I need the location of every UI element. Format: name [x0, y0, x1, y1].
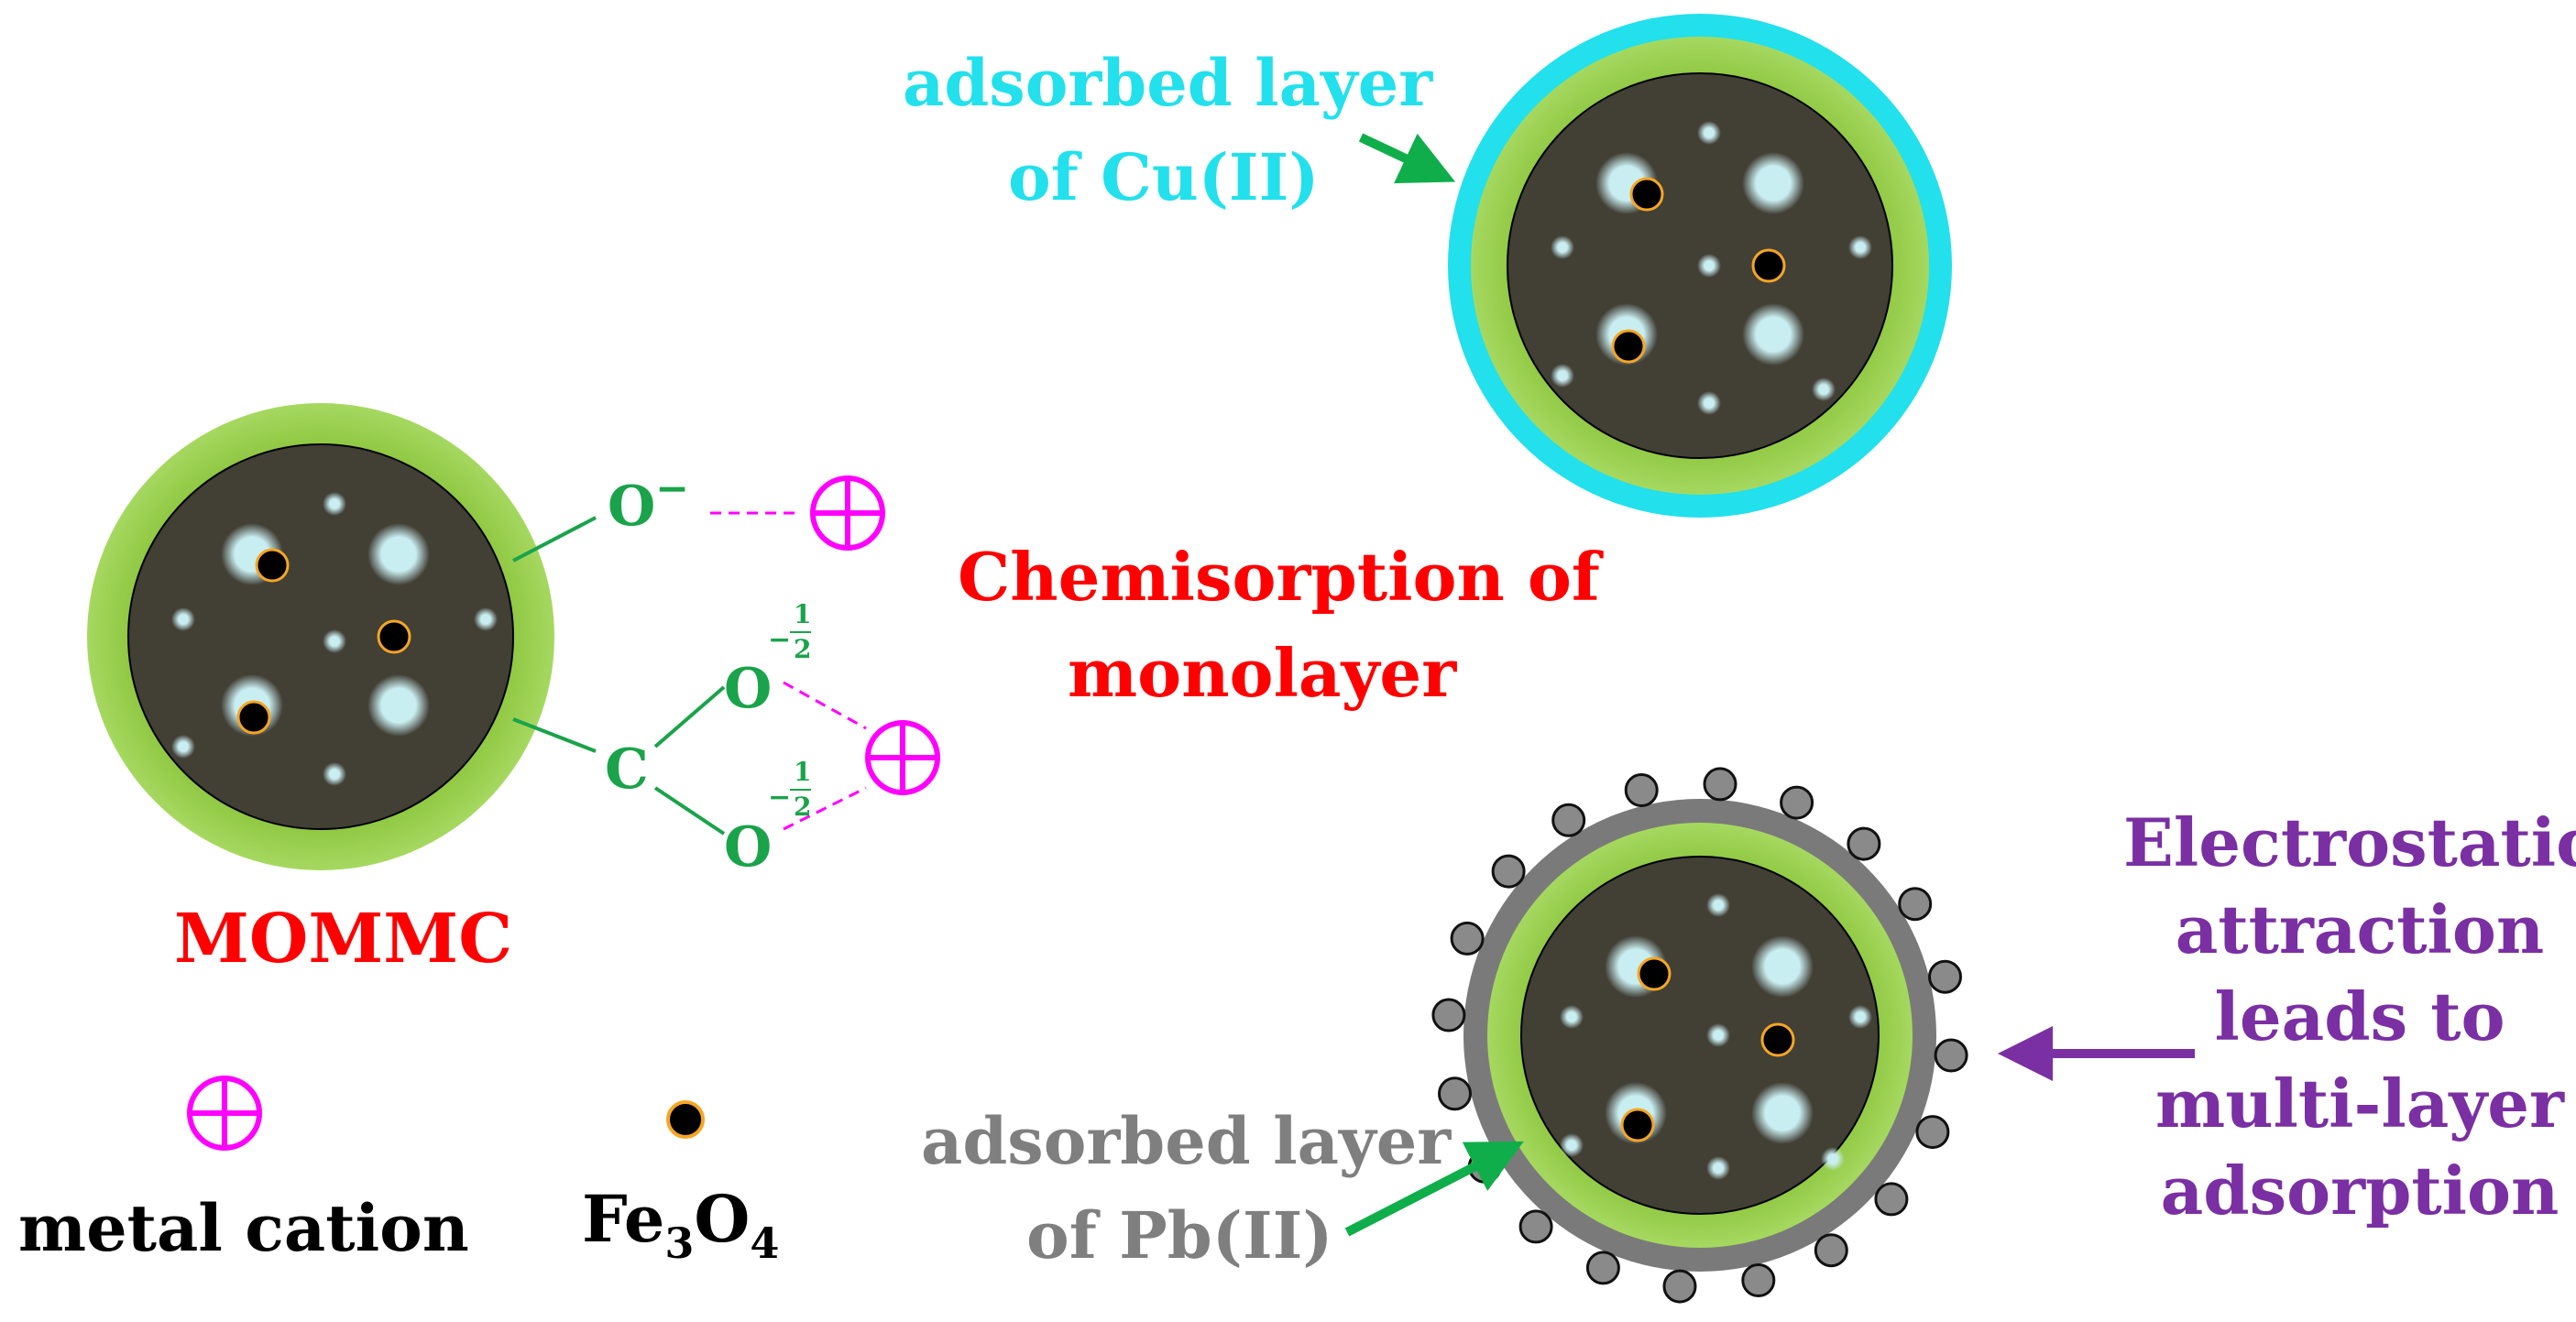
legend-metal-cation-icon — [187, 1076, 262, 1151]
pb-ion — [1450, 921, 1485, 956]
pore — [367, 674, 430, 737]
legend-metal-cation-label: metal cation — [18, 1190, 469, 1266]
pb-ion — [1585, 1251, 1620, 1285]
small-pore — [323, 629, 346, 653]
oxygen-upper-label: O — [724, 657, 772, 721]
pb-adsorbed-particle — [1463, 799, 1936, 1272]
pore — [1742, 303, 1804, 366]
pb-ion — [1518, 1209, 1553, 1244]
half-minus-sign: − — [768, 624, 791, 656]
chemisorption-label-line2: monolayer — [1068, 634, 1457, 712]
pore — [1751, 1082, 1814, 1144]
cu-layer-arrow — [1358, 133, 1456, 184]
half-denominator: 2 — [794, 792, 811, 822]
bond-line — [653, 786, 726, 836]
small-pore — [323, 492, 346, 516]
small-pore — [1560, 1133, 1584, 1157]
half-numerator: 1 — [794, 599, 811, 629]
pb-ion — [1662, 1269, 1697, 1304]
pb-ion — [1915, 1115, 1950, 1150]
small-pore — [1848, 235, 1872, 259]
fe3o4-particle — [1620, 1108, 1655, 1142]
legend-fe3o4-label: Fe3O4 — [582, 1181, 779, 1268]
small-pore — [1706, 893, 1730, 917]
small-pore — [1812, 377, 1836, 401]
pb-ion — [1741, 1263, 1776, 1297]
fe3o4-particle — [255, 548, 290, 583]
small-pore — [1697, 121, 1721, 145]
pb-ion — [1703, 767, 1737, 802]
fe3o4-particle — [1637, 956, 1672, 991]
pb-layer-label-line1: adsorbed layer — [921, 1103, 1452, 1179]
electrostatic-label-line3: leads to — [2214, 978, 2505, 1055]
small-pore — [1706, 1156, 1730, 1180]
small-pore — [1551, 364, 1574, 388]
small-pore — [1706, 1023, 1730, 1047]
small-pore — [1848, 1005, 1872, 1029]
electrostatic-label-line2: attraction — [2176, 890, 2545, 968]
small-pore — [1821, 1147, 1845, 1171]
electrostatic-label-line1: Electrostatic — [2123, 803, 2576, 881]
pb-ion-ring — [1431, 767, 1968, 1304]
legend-fe3o4-icon — [666, 1100, 705, 1139]
fe3o4-particle — [1760, 1022, 1795, 1057]
mommc-label: MOMMC — [174, 900, 512, 978]
pb-layer-label-line2: of Pb(II) — [1026, 1197, 1332, 1273]
small-pore — [323, 762, 346, 786]
bond-line — [512, 516, 597, 563]
pb-ion — [1491, 854, 1526, 889]
fe3o4-particle — [236, 700, 271, 735]
pb-ion — [1874, 1182, 1909, 1217]
electrostatic-label-line4: multi-layer — [2155, 1065, 2565, 1142]
metal-cation-icon — [865, 720, 940, 795]
pb-ion — [1847, 826, 1881, 861]
small-pore — [474, 607, 498, 631]
ionic-interaction-dash — [783, 681, 867, 730]
metal-cation-icon — [810, 475, 885, 551]
pb-ion — [1624, 773, 1659, 807]
chemisorption-label-line1: Chemisorption of — [958, 538, 1604, 616]
cu-layer-label-line2: of Cu(II) — [1008, 139, 1320, 215]
bond-line — [653, 685, 726, 748]
small-pore — [1560, 1005, 1584, 1029]
small-pore — [1551, 235, 1574, 259]
pb-ion — [1551, 803, 1586, 837]
oxygen-minus-label: O− — [608, 465, 689, 539]
cu-adsorbed-particle — [1448, 14, 1952, 518]
small-pore — [171, 735, 195, 759]
pb-ion — [1814, 1233, 1848, 1268]
fe3o4-particle — [1611, 329, 1646, 364]
pb-ion — [1438, 1076, 1472, 1111]
pore — [1742, 152, 1804, 214]
cu-layer-label-line1: adsorbed layer — [903, 45, 1433, 121]
pb-layer-arrow — [1344, 1141, 1524, 1237]
pb-ion — [1928, 959, 1962, 994]
fe3o4-particle — [1751, 248, 1786, 283]
oxygen-lower-label: O — [724, 815, 772, 880]
pore — [367, 523, 430, 585]
bond-line — [512, 717, 597, 753]
ionic-interaction-dash — [783, 786, 867, 831]
electrostatic-label-line5: adsorption — [2161, 1152, 2560, 1229]
half-denominator: 2 — [794, 634, 811, 664]
pb-ion — [1898, 887, 1933, 922]
fe3o4-particle — [1629, 177, 1664, 212]
particle-core — [127, 443, 514, 830]
half-numerator: 1 — [794, 757, 811, 787]
pore — [1751, 935, 1814, 998]
half-minus-sign: − — [768, 781, 791, 814]
carbon-label: C — [605, 737, 649, 802]
fe3o4-particle — [377, 619, 411, 654]
small-pore — [1697, 391, 1721, 415]
pb-ion — [1780, 785, 1814, 820]
small-pore — [171, 607, 195, 631]
mommc-particle — [87, 403, 554, 870]
small-pore — [1697, 254, 1721, 278]
pb-ion — [1431, 998, 1466, 1032]
pb-ion — [1934, 1038, 1968, 1073]
